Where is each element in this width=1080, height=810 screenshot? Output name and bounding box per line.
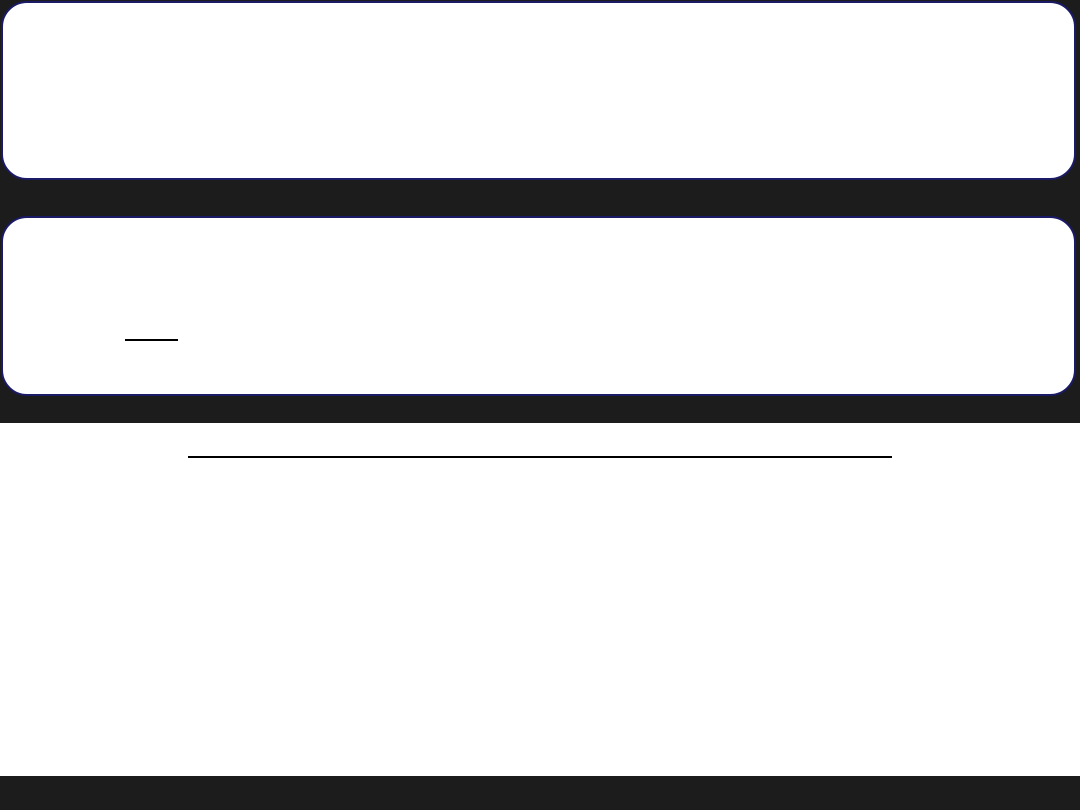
bottom-rounded-panel <box>1 216 1076 396</box>
short-underline <box>125 339 178 341</box>
long-horizontal-rule <box>188 456 892 458</box>
top-rounded-panel <box>1 1 1076 180</box>
bottom-dark-band <box>0 776 1080 810</box>
top-dark-band <box>0 0 1080 423</box>
